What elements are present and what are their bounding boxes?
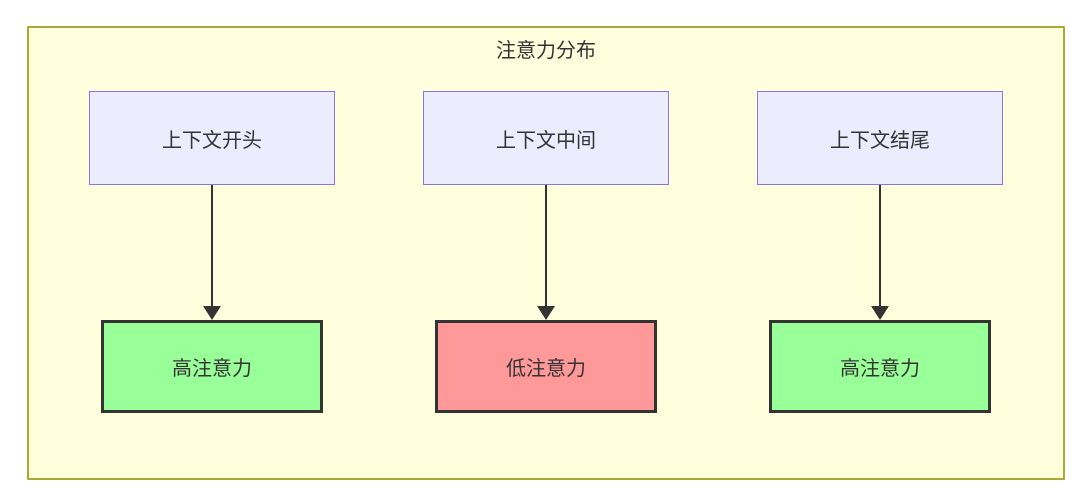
flow-column-context-start: 上下文开头 高注意力 [89,91,335,478]
flow-column-context-end: 上下文结尾 高注意力 [757,91,1003,478]
node-context-middle: 上下文中间 [423,91,669,185]
arrow-line [879,185,881,306]
flow-column-context-middle: 上下文中间 低注意力 [423,91,669,478]
arrow-context-end [871,185,889,320]
arrow-context-start [203,185,221,320]
arrow-head-icon [537,306,555,320]
arrow-line [211,185,213,306]
arrow-head-icon [203,306,221,320]
node-context-end: 上下文结尾 [757,91,1003,185]
diagram-title: 注意力分布 [496,40,596,62]
arrow-head-icon [871,306,889,320]
arrow-context-middle [537,185,555,320]
node-high-attention-1: 高注意力 [101,320,323,413]
node-low-attention: 低注意力 [435,320,657,413]
node-high-attention-2: 高注意力 [769,320,991,413]
flow-columns: 上下文开头 高注意力 上下文中间 低注意力 上下文结尾 [29,65,1063,478]
node-context-start: 上下文开头 [89,91,335,185]
arrow-line [545,185,547,306]
attention-distribution-container: 注意力分布 上下文开头 高注意力 上下文中间 低注意力 上下文结尾 [27,26,1065,480]
